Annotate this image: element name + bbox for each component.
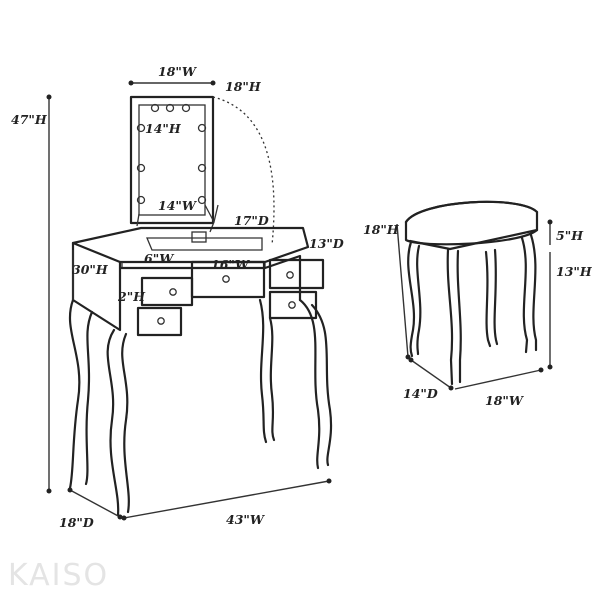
stool-cushion [404, 200, 539, 246]
label-small-drawer-width: 6"W [144, 251, 175, 266]
mirror-swing-arc [212, 96, 275, 246]
label-stool-depth: 14"D [403, 386, 438, 401]
drawer-right-top [268, 258, 325, 290]
drawer-left-bottom [136, 306, 183, 337]
label-compartment-depth: 17"D [234, 213, 269, 228]
label-center-drawer-width: 16"W [211, 257, 251, 272]
label-stool-leg-height: 13"H [556, 264, 593, 279]
stool-dimension-lines [396, 219, 553, 391]
label-stool-width: 18"W [485, 393, 525, 408]
cosmetic-compartment [146, 237, 263, 251]
vanity-illustration [68, 95, 333, 517]
label-total-height: 47"H [11, 112, 48, 127]
watermark-text: KAISO [8, 558, 109, 593]
drawer-right-bottom [268, 290, 318, 320]
vanity-dimension-lines [46, 80, 332, 521]
label-drawer-height: 2"H [117, 289, 146, 304]
drawer-center [190, 260, 266, 299]
label-mirror-glass-width: 14"W [158, 198, 198, 213]
stool-apron [408, 228, 539, 251]
label-table-width: 43"W [226, 512, 266, 527]
label-mirror-width: 18"W [158, 64, 198, 79]
label-table-depth: 18"D [59, 515, 94, 530]
label-stool-cushion-height: 5"H [556, 228, 584, 243]
stool-legs [407, 233, 538, 386]
table-side [71, 241, 122, 332]
label-stool-height: 18"H [363, 222, 400, 237]
mirror-bulbs [136, 103, 207, 205]
label-mirror-height-open: 18"H [225, 79, 262, 94]
label-side-depth: 13"D [309, 236, 344, 251]
stool-cushion-top [404, 200, 539, 224]
table-legs [68, 298, 333, 517]
mirror-frame [129, 95, 215, 225]
label-table-height: 30"H [72, 262, 109, 277]
table-top [71, 226, 310, 264]
stool-illustration [404, 200, 539, 386]
dimension-labels: 47"H 30"H 18"D 43"W 18"W 18"H 14"H 14"W … [11, 64, 593, 530]
drawer-left-top [140, 276, 194, 307]
compartment-latch [191, 231, 207, 243]
label-mirror-glass-height: 14"H [145, 121, 182, 136]
